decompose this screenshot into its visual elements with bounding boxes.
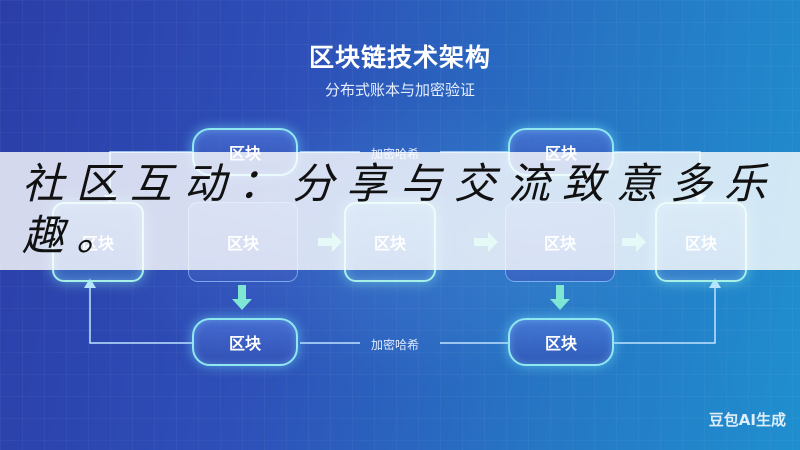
arrow-down-left [232,285,252,310]
diagram-title: 区块链技术架构 [308,43,491,72]
block-bottom-right: 区块 [508,318,614,366]
loop-left-bottom [89,285,192,344]
arrow-loop-right-bottom [709,278,721,288]
arrow-loop-left-bottom [84,278,96,288]
diagram-subtitle: 分布式账本与加密验证 [324,81,475,99]
banner-text: 社区互动：分享与交流致意多乐趣。 [22,159,779,260]
arrow-down-right [550,285,570,310]
loop-right-bottom [612,285,716,344]
edge-label-bottom: 加密哈希 [371,338,420,352]
text-banner [0,152,800,270]
watermark: 豆包AI生成 [708,411,786,429]
block-bottom-left: 区块 [192,318,298,366]
